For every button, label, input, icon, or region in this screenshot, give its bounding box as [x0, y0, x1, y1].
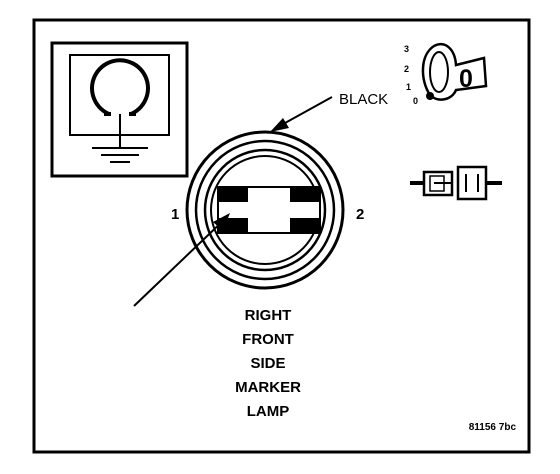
component-name-line-3: SIDE — [250, 355, 285, 372]
inline-connector-icon — [410, 165, 502, 201]
key-position-0: 0 — [413, 96, 418, 106]
pin-2-label: 2 — [356, 206, 364, 223]
component-name-line-5: LAMP — [247, 403, 290, 420]
marker-lamp-connector — [185, 130, 345, 290]
key-label: 0 — [459, 65, 473, 93]
ground-symbol-icon — [50, 41, 189, 178]
diagram-frame — [32, 18, 531, 454]
wire-color-callout — [270, 96, 333, 132]
terminal-1-top — [218, 187, 248, 202]
ignition-key-icon: 3 2 1 0 0 — [404, 43, 488, 106]
component-name-line-1: RIGHT — [245, 307, 292, 324]
pin-1-label: 1 — [171, 206, 179, 223]
terminal-2-bottom — [290, 218, 320, 233]
terminal-2-top — [290, 187, 320, 202]
key-position-2: 2 — [404, 64, 409, 74]
component-name-line-4: MARKER — [235, 379, 301, 396]
component-name-line-2: FRONT — [242, 331, 294, 348]
key-position-3: 3 — [404, 44, 409, 54]
key-position-1: 1 — [406, 82, 411, 92]
pointer-arrow — [133, 213, 230, 307]
wire-color-label: BLACK — [339, 91, 388, 108]
figure-id: 81156 7bc — [469, 422, 517, 433]
